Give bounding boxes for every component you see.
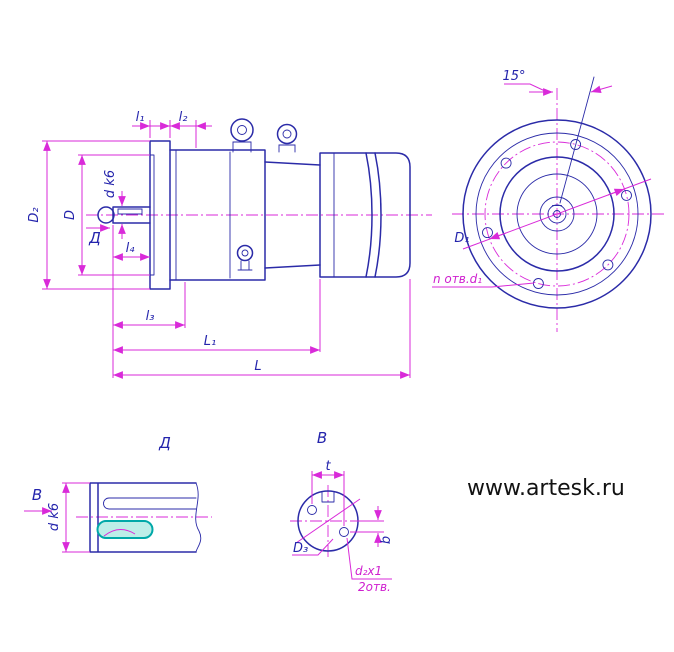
- label-view-b: В: [32, 486, 42, 504]
- key-highlight-curve: [103, 529, 136, 537]
- housing-outline: [169, 149, 266, 281]
- center-hole-circle: [553, 210, 561, 218]
- angle-arrow-right: [590, 85, 613, 93]
- label-holes-note: n отв.d₁: [433, 272, 482, 286]
- side-view-dimensions: [42, 120, 411, 379]
- label-l4: l₄: [126, 241, 136, 256]
- end-view-labels: t D₃ b d₂x1 2отв.: [293, 459, 394, 594]
- side-view-outline: [97, 118, 411, 290]
- detail-dimensions: [24, 482, 90, 553]
- shaft-key-outline: [117, 208, 143, 215]
- detail-keyway-slot: [103, 497, 197, 510]
- end-view-b: В t D₃ b d₂x1 2отв.: [290, 429, 394, 594]
- eyebolt-2-base: [278, 144, 296, 153]
- motor-outline: [319, 152, 411, 278]
- side-view-labels: l₁ l₂ D₂ D d k6 Д l₄ l₃ L₁ L: [27, 110, 262, 374]
- eyebolt-2-outer: [276, 123, 298, 145]
- label-angle: 15°: [502, 69, 525, 84]
- label-b: b: [379, 536, 394, 544]
- flange-spigot: [149, 154, 155, 276]
- front-view: 15° D₁ n отв.d₁: [432, 69, 664, 332]
- flange-step-circle: [475, 132, 639, 296]
- label-view-d: Д: [88, 229, 101, 247]
- label-D2: D₂: [27, 207, 42, 222]
- eyebolt-2-inner: [282, 129, 292, 139]
- shaft-circle: [547, 204, 567, 224]
- end-view-dimensions: [292, 471, 392, 580]
- tapped-hole-lower: [339, 527, 349, 537]
- end-view-title: В: [317, 429, 327, 447]
- side-view: l₁ l₂ D₂ D d k6 Д l₄ l₃ L₁ L: [27, 110, 432, 379]
- bell-circle: [516, 173, 598, 255]
- bolt-hole: [602, 259, 614, 271]
- label-l3: l₃: [146, 309, 155, 324]
- drain-plug-outer: [236, 244, 254, 262]
- hub-circle: [539, 196, 575, 232]
- thread-note-leader: [346, 537, 392, 580]
- label-thread-note: d₂x1: [355, 564, 382, 578]
- bolt-hole: [570, 139, 582, 150]
- end-view-centerlines: [290, 485, 368, 559]
- detail-break-line: [195, 482, 202, 553]
- label-L: L: [254, 359, 261, 374]
- label-D3: D₃: [293, 541, 308, 556]
- angle-leader: [504, 83, 546, 92]
- front-view-dimensions: [432, 76, 652, 288]
- label-l1: l₁: [136, 110, 145, 125]
- t-extension-lines: [311, 471, 345, 526]
- label-l2: l₂: [179, 110, 188, 125]
- end-keyway: [321, 491, 335, 503]
- dim-arrow-D1-right: [607, 188, 625, 197]
- label-D1: D₁: [454, 231, 469, 246]
- label-D: D: [63, 210, 78, 220]
- dim-arrow-D1-left: [489, 231, 507, 240]
- bolt-hole: [621, 189, 632, 201]
- housing-details: [175, 149, 231, 281]
- label-holes-count: 2отв.: [358, 580, 391, 594]
- motor-band-curves: [365, 152, 382, 278]
- detail-view-d: Д В d k6: [24, 434, 212, 553]
- D3-leader: [292, 538, 334, 556]
- extension-lines: [42, 120, 411, 378]
- watermark: www.artesk.ru: [467, 476, 625, 501]
- shaft-end-ring: [97, 206, 115, 224]
- eyebolt-1-outer: [230, 118, 254, 142]
- shaft-outline: [112, 206, 151, 224]
- bolt-hole: [500, 157, 512, 169]
- label-dk6: d k6: [103, 170, 118, 198]
- holes-diagonal-line: [295, 498, 361, 544]
- b-extension-lines: [350, 520, 384, 533]
- bolt-circle: [484, 141, 630, 287]
- drain-plug-inner: [241, 249, 249, 257]
- detail-shaft-outline: [89, 482, 197, 553]
- label-t: t: [325, 459, 331, 474]
- tapped-hole-upper: [307, 505, 317, 515]
- detail-title: Д: [158, 434, 171, 452]
- drain-plug-stem: [237, 260, 253, 271]
- holes-note-leader: [432, 282, 535, 288]
- eyebolt-1-inner: [237, 125, 247, 135]
- flange-outline: [149, 140, 171, 290]
- spigot-circle: [499, 156, 615, 272]
- angle-reference-line: [559, 76, 595, 204]
- flange-outer-circle: [462, 119, 652, 309]
- front-view-labels: 15° D₁ n отв.d₁: [433, 69, 526, 286]
- label-detail-dk6: d k6: [47, 503, 62, 531]
- eyebolt-1-base: [232, 141, 252, 153]
- label-L1: L₁: [204, 334, 216, 349]
- adapter-outline: [264, 161, 321, 269]
